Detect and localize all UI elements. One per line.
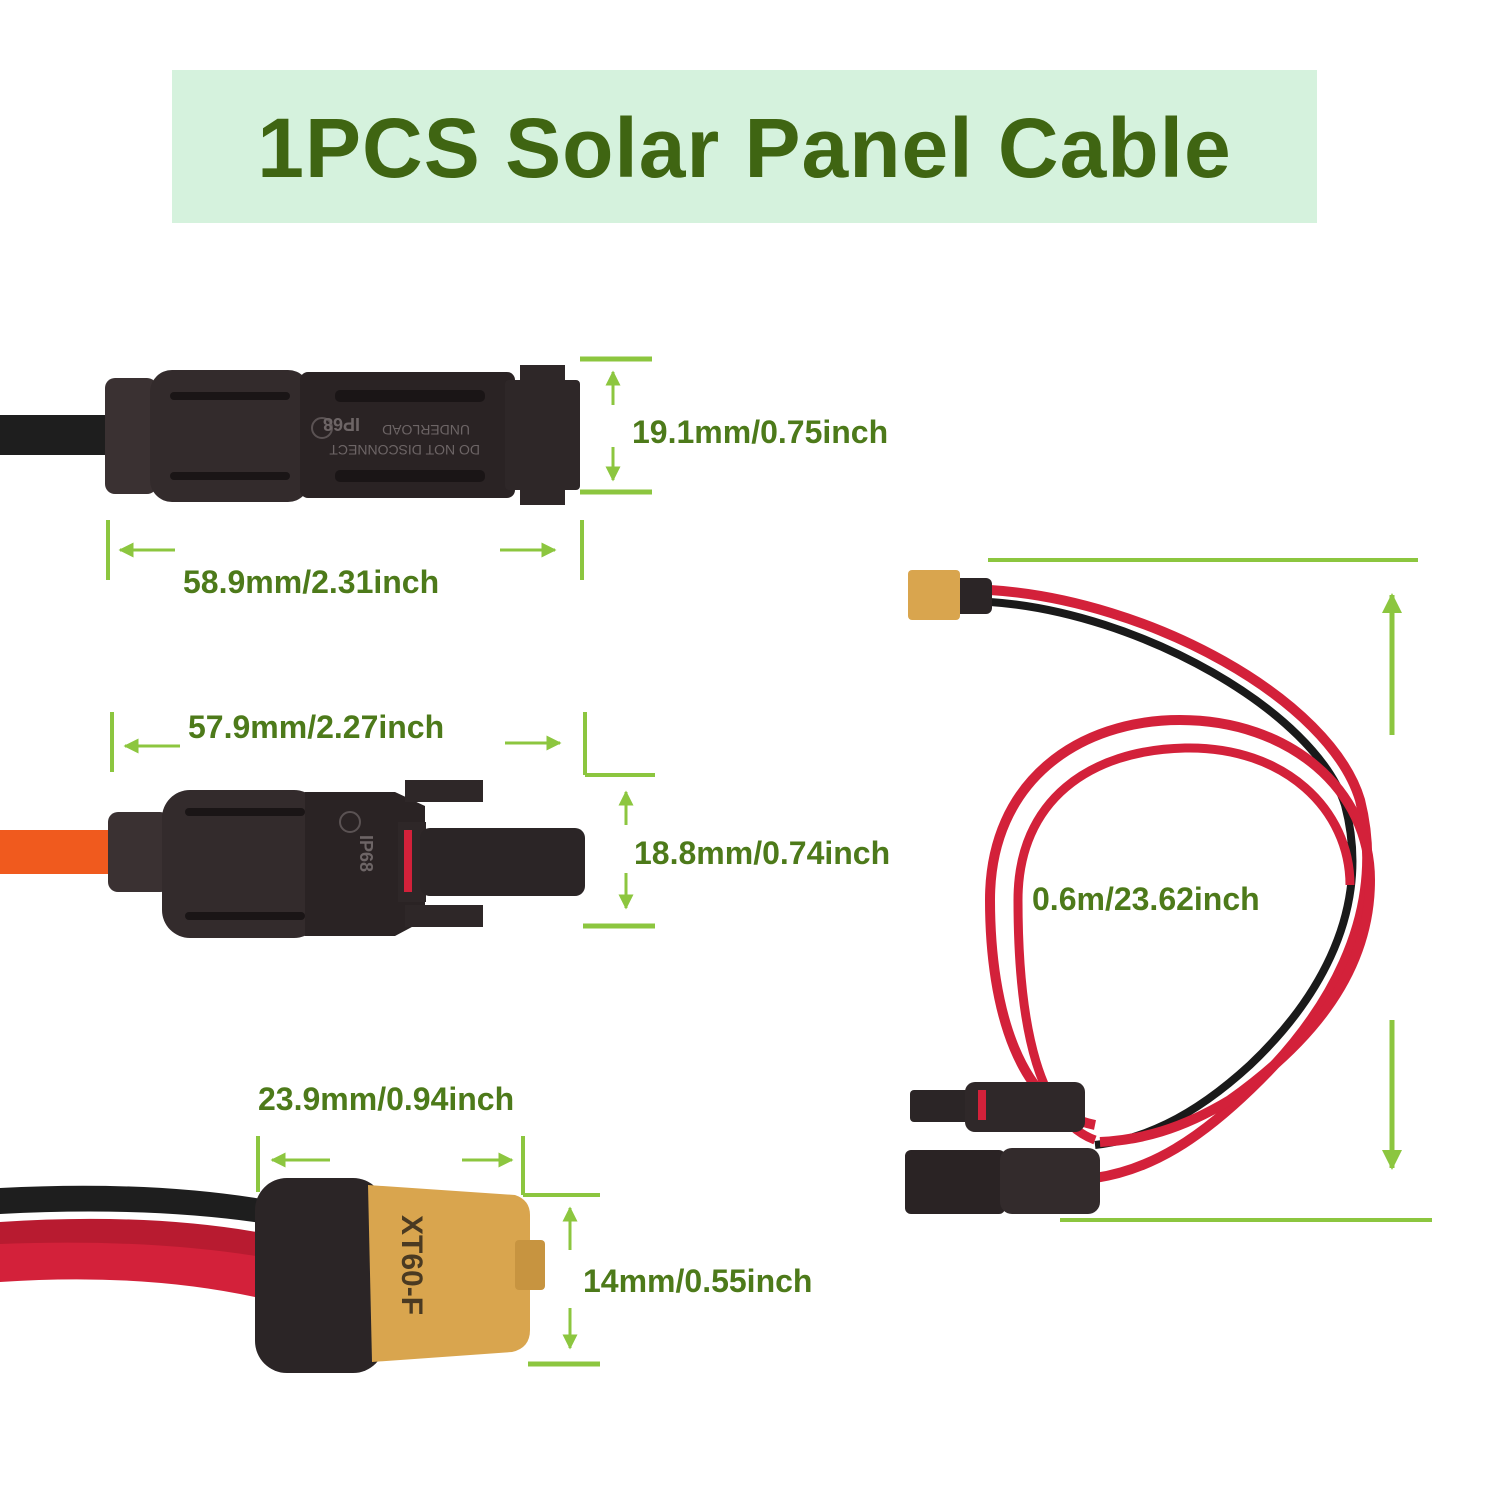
xt60-height-label: 14mm/0.55inch <box>583 1263 813 1299</box>
female-height-dimension <box>583 790 655 929</box>
male-marking-underload: UNDERLOAD <box>382 422 470 438</box>
cable-length-label: 0.6m/23.62inch <box>1032 881 1260 917</box>
female-mc4-connector: IP68 <box>0 780 585 938</box>
male-length-dimension <box>106 520 584 580</box>
xt60-length-label: 23.9mm/0.94inch <box>258 1081 515 1117</box>
male-marking-ip68: IP68 <box>323 414 360 434</box>
male-mc4-connector: IP68 DO NOT DISCONNECT UNDERLOAD <box>0 365 580 505</box>
page-title: 1PCS Solar Panel Cable <box>257 101 1232 195</box>
female-marking-ip68: IP68 <box>356 835 376 872</box>
female-height-label: 18.8mm/0.74inch <box>634 835 891 871</box>
male-height-dimension <box>580 356 652 495</box>
title-banner: 1PCS Solar Panel Cable <box>172 70 1317 223</box>
xt60-marking: XT60-F <box>395 1215 428 1315</box>
female-length-dimension <box>110 712 655 777</box>
male-length-label: 58.9mm/2.31inch <box>183 564 440 600</box>
male-height-label: 19.1mm/0.75inch <box>632 414 889 450</box>
cable-length-dimension <box>988 558 1432 1222</box>
xt60-length-dimension <box>256 1136 600 1197</box>
cable-assembly <box>905 570 1376 1214</box>
xt60-height-dimension <box>528 1206 600 1367</box>
xt60-connector: XT60-F <box>0 1178 545 1373</box>
male-marking-do-not-disconnect: DO NOT DISCONNECT <box>329 442 480 458</box>
female-length-label: 57.9mm/2.27inch <box>188 709 445 745</box>
